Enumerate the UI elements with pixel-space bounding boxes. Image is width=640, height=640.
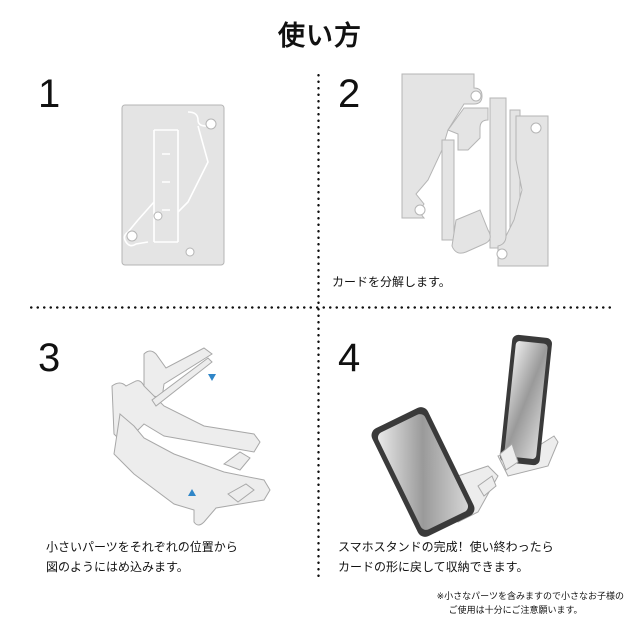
step-4-stand-illustration [371, 334, 559, 537]
caution-note-line-2: ご使用は十分にご注意願います。 [448, 606, 583, 616]
top-support-part [143, 347, 213, 399]
step-3-caption-line-2: 図のようにはめ込みます。 [46, 560, 189, 574]
step-3-assembly-illustration [111, 347, 271, 526]
connector-part [447, 107, 489, 151]
step-4-caption-line-1: スマホスタンドの完成！使い終わったら [338, 540, 554, 554]
card-body [121, 104, 225, 266]
placement-marker-bottom [188, 489, 196, 496]
step-4-number: 4 [338, 336, 361, 380]
stand-clip-right [499, 443, 519, 471]
phone-upright-screen [504, 341, 548, 459]
clip-part-b [227, 483, 255, 503]
slot-marks [162, 153, 170, 211]
caution-note-line-1: ※小さなパーツを含みますので小さなお子様の [436, 592, 624, 602]
step-1-number: 1 [38, 72, 61, 116]
step-3-number: 3 [38, 336, 61, 380]
placement-marker-top [208, 374, 216, 381]
inner-strip-cut [153, 129, 179, 243]
vertical-divider [317, 72, 320, 578]
small-puzzle-part [451, 209, 491, 254]
step-2-disassembled-illustration [401, 73, 549, 267]
strip-part-a [489, 97, 507, 249]
clip-part-a [222, 451, 251, 471]
strip-part-c [441, 139, 455, 241]
step-1-card-illustration [121, 104, 225, 266]
caution-note: ※小さなパーツを含みますので小さなお子様の ご使用は十分にご注意願います。 [437, 590, 624, 618]
step-4-caption: スマホスタンドの完成！使い終わったら カードの形に戻して収納できます。 [338, 537, 554, 577]
stand-clip-left [477, 475, 497, 497]
upper-part-cut [177, 111, 216, 213]
page-title: 使い方 [278, 21, 362, 52]
step-2-caption: カードを分解します。 [332, 272, 451, 292]
step-3-caption-line-1: 小さいパーツをそれぞれの位置から [46, 540, 238, 554]
back-frame-part [111, 380, 261, 453]
step-4-caption-line-2: カードの形に戻して収納できます。 [338, 560, 529, 574]
step-2-number: 2 [338, 72, 361, 116]
lower-part-cut [123, 201, 155, 247]
horizontal-divider [28, 306, 612, 309]
rod-part [151, 357, 213, 407]
step-3-caption: 小さいパーツをそれぞれの位置から 図のようにはめ込みます。 [46, 537, 238, 577]
phone-tilted-screen [377, 414, 469, 530]
base-frame-part [113, 413, 271, 526]
step-2-caption-line: カードを分解します。 [332, 275, 451, 289]
large-frame-part-right [497, 115, 549, 267]
